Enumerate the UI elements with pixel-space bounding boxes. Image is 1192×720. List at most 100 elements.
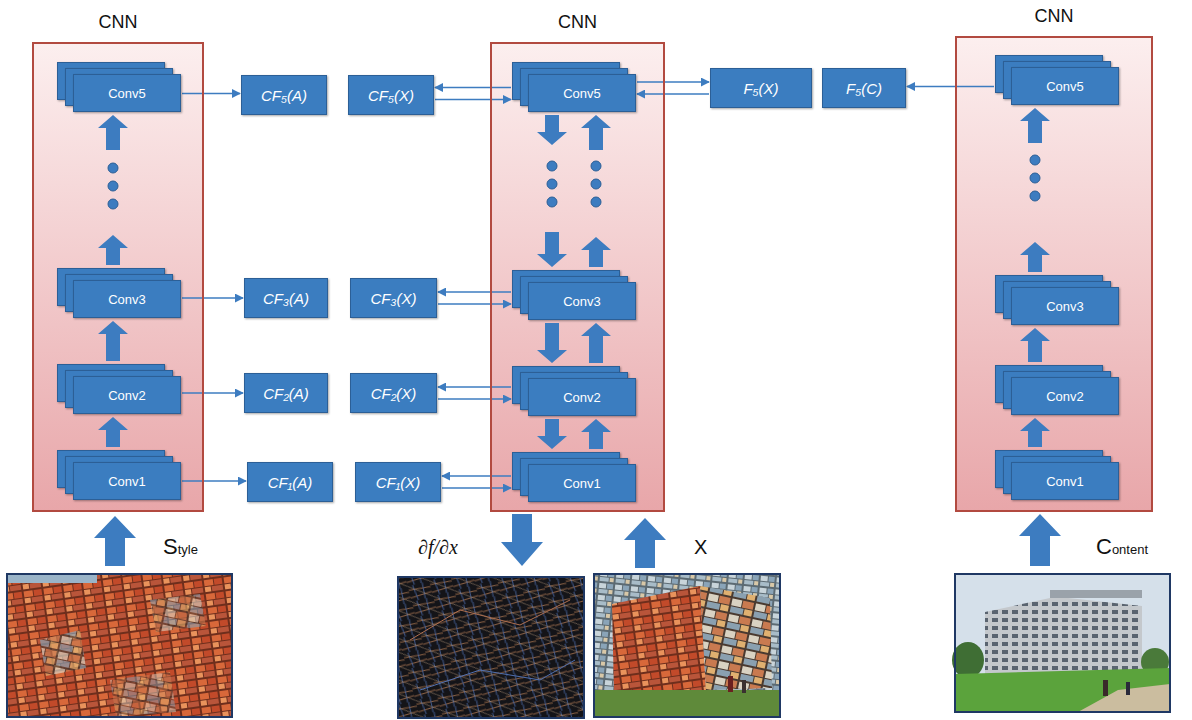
feature-box: CF₁(A) (247, 462, 333, 502)
data-arrow-line (182, 392, 243, 394)
conv-layer-front: Conv2 (73, 376, 181, 414)
data-arrow (637, 94, 709, 95)
content-image-shape (1103, 680, 1108, 696)
content-image-shape (985, 598, 1050, 678)
conv-layer-front: Conv3 (73, 280, 181, 318)
layer-label: Conv3 (108, 292, 146, 307)
feature-label: CF₂(A) (263, 385, 309, 402)
block-arrow-shape (98, 115, 128, 150)
block-arrow-shape (581, 419, 611, 449)
feature-label: F₅(C) (846, 80, 882, 97)
feature-box: CF₂(A) (244, 373, 328, 413)
result-image-shape (612, 586, 706, 694)
block-arrow (98, 115, 128, 265)
style-image-shape (7, 574, 97, 583)
layer-label: Conv1 (1046, 474, 1084, 489)
conv-layer-stack: Conv5 (57, 62, 181, 112)
data-arrow (182, 298, 243, 299)
ellipsis-dots (108, 155, 1040, 209)
data-arrow (182, 481, 246, 482)
input-arrows-shape (624, 518, 666, 568)
data-arrow-line (435, 87, 511, 89)
data-arrow-line (637, 93, 709, 95)
data-arrow (435, 87, 511, 88)
feature-box: CF₂(X) (350, 373, 437, 413)
input-arrows (94, 514, 1061, 568)
data-arrow (182, 393, 243, 394)
conv-layer-stack: Conv5 (512, 62, 636, 112)
result-image-shape (594, 574, 780, 717)
layer-label: Conv5 (563, 86, 601, 101)
feature-label: CF₃(A) (263, 290, 309, 307)
block-arrow (1020, 418, 1050, 447)
style-image (7, 574, 232, 717)
ellipsis-dots-shape (547, 161, 557, 171)
content-image-shape (1050, 596, 1142, 674)
result-image (594, 574, 780, 717)
conv-layer-stack: Conv2 (512, 366, 636, 416)
conv-layer-stack: Conv3 (512, 270, 636, 320)
block-arrow-shape (581, 323, 611, 363)
conv-layer-stack: Conv3 (57, 268, 181, 318)
data-arrow-line (182, 297, 243, 299)
block-arrow-shape (581, 237, 611, 267)
data-arrow-line (438, 291, 511, 293)
data-arrow (435, 99, 511, 100)
layer-label: Conv5 (1046, 79, 1084, 94)
conv-layer-front: Conv1 (1011, 462, 1119, 500)
conv-layer-stack: Conv1 (995, 450, 1119, 500)
block-arrow-shape (1020, 328, 1050, 362)
result-image-shape (594, 574, 780, 717)
gradient-image-shape (398, 577, 584, 718)
ellipsis-dots-shape (1030, 155, 1040, 165)
layer-label: Conv1 (108, 474, 146, 489)
data-arrow (442, 476, 511, 477)
conv-layer-front: Conv3 (528, 282, 636, 320)
feature-label: CF₅(A) (261, 87, 307, 104)
data-arrow (438, 292, 511, 293)
conv-layer-stack: Conv1 (512, 452, 636, 502)
conv-layer-front: Conv2 (1011, 377, 1119, 415)
conv-layer-front: Conv3 (1011, 287, 1119, 325)
ellipsis-dots-shape (591, 161, 601, 171)
image-label: Style (163, 534, 198, 560)
block-arrow (1020, 328, 1050, 362)
data-arrow-line (438, 398, 511, 400)
data-arrow-line (435, 99, 511, 101)
panel-fill (955, 36, 1153, 512)
style-image-shape (7, 574, 232, 717)
block-arrow (581, 419, 611, 449)
image-label: ∂f/∂x (418, 536, 458, 559)
content-image-shape (952, 642, 984, 678)
block-arrow (1020, 108, 1050, 272)
result-image-shape (728, 676, 733, 692)
data-arrow (442, 488, 511, 489)
block-arrow-shape (1020, 242, 1050, 272)
gradient-image (398, 577, 584, 718)
feature-box: CF₅(X) (348, 75, 434, 115)
ellipsis-dots-shape (1030, 191, 1040, 201)
feature-box: F₅(X) (710, 68, 812, 108)
content-image-shape (1126, 682, 1130, 695)
layer-label: Conv1 (563, 476, 601, 491)
style-image-shape (7, 574, 232, 717)
feature-label: CF₁(X) (376, 474, 421, 491)
feature-box: CF₃(A) (244, 278, 328, 318)
block-arrow (537, 115, 567, 267)
block-arrow-shape (98, 417, 128, 447)
ellipsis-dots-shape (547, 179, 557, 189)
layer-label: Conv3 (563, 294, 601, 309)
conv-layer-stack: Conv2 (995, 365, 1119, 415)
feature-box: CF₁(X) (355, 462, 441, 502)
panel-title: CNN (492, 12, 663, 33)
feature-label: F₅(X) (743, 80, 778, 97)
ellipsis-dots-shape (591, 179, 601, 189)
feature-label: CF₂(X) (371, 385, 417, 402)
result-image-shape (742, 680, 746, 693)
block-arrow-shape (98, 235, 128, 265)
block-arrow (98, 321, 128, 361)
data-arrow-line (907, 86, 994, 88)
data-arrow-line (182, 93, 240, 95)
content-image-shape (1050, 590, 1142, 598)
